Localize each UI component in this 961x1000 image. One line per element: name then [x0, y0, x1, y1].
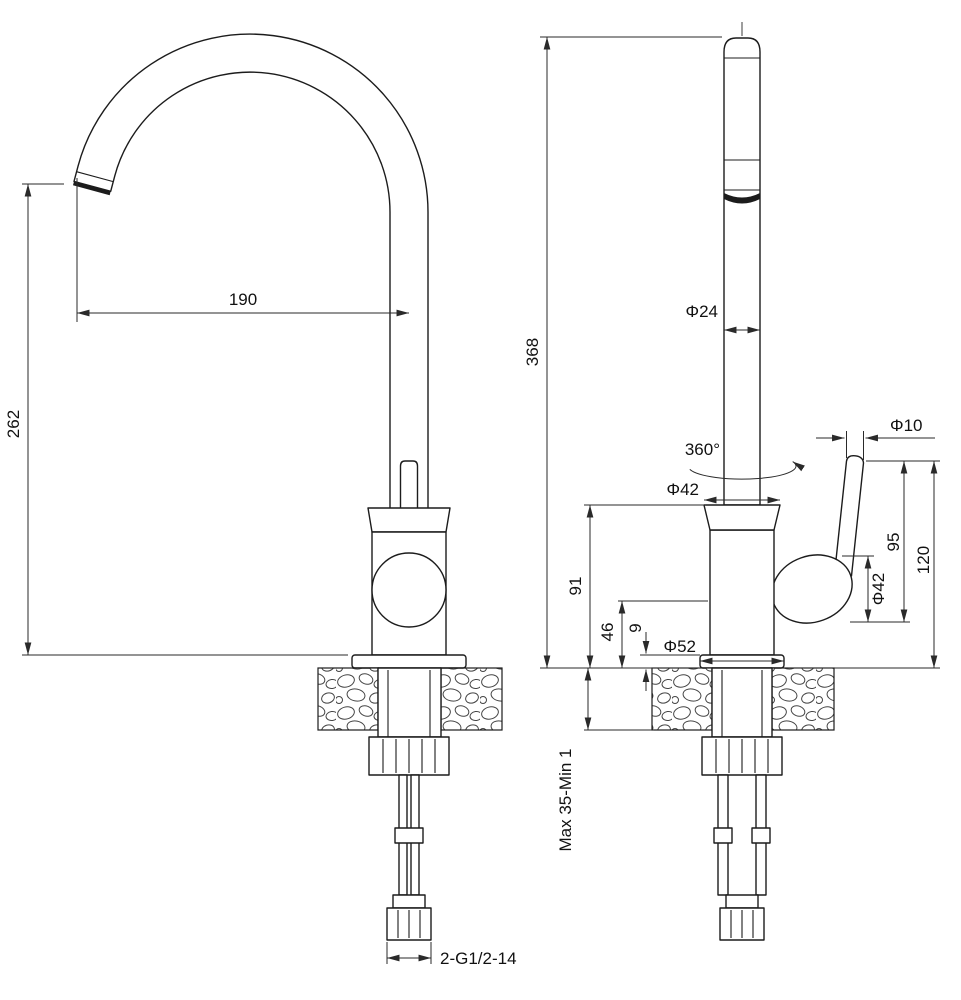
- aerator-lines: [724, 159, 760, 191]
- aerator-band: [724, 193, 760, 204]
- dim-label-deck-thickness: Max 35-Min 1: [556, 749, 575, 852]
- dim-label-overall-height: 368: [523, 338, 542, 366]
- hose-nut-facets-side: [730, 910, 754, 938]
- sphere-joint-front: [371, 552, 447, 628]
- supply-hoses-front: [394, 774, 424, 896]
- body-collar-side: [703, 504, 781, 531]
- spout-aerator-band: [73, 181, 111, 196]
- countertop-left: [317, 667, 379, 731]
- dim-thread-spec: 2-G1/2-14: [386, 942, 517, 968]
- base-flange-front: [351, 654, 467, 669]
- shank-side: [711, 667, 773, 738]
- dim-label-outlet-height: 46: [598, 623, 617, 642]
- side-view: [651, 22, 865, 941]
- countertop-right: [440, 667, 503, 731]
- dim-outlet-height: 46: [598, 600, 708, 668]
- dim-label-handle-diameter: Φ10: [890, 416, 922, 435]
- dim-swivel-angle: 360°: [685, 440, 805, 480]
- dim-label-swivel-angle: 360°: [685, 440, 720, 459]
- dim-flange-height: 9: [626, 623, 700, 691]
- dim-label-flange-height: 9: [626, 623, 645, 632]
- dim-label-spout-reach: 190: [229, 290, 257, 309]
- dim-handle-overall-height: 120: [788, 461, 940, 669]
- handle-lever: [833, 455, 865, 577]
- dim-label-handle-overall-height: 120: [914, 546, 933, 574]
- dim-handle-diameter: Φ10: [816, 416, 935, 460]
- hose-collar-front: [392, 894, 426, 909]
- hose-collar-side: [725, 894, 759, 909]
- hose-connector-front: [394, 827, 424, 844]
- dim-handle-height: 95: [850, 460, 940, 623]
- dim-pipe-diameter: Φ24: [686, 302, 760, 334]
- spout-tip-ring: [76, 171, 114, 183]
- dimensions: 190 262 368 Φ24 360° Φ42: [4, 36, 940, 968]
- countertop-side-right: [771, 667, 835, 731]
- body-side: [709, 529, 775, 656]
- dim-body-height: 91: [566, 504, 706, 668]
- dim-deck-thickness: Max 35-Min 1: [556, 667, 654, 852]
- dim-label-body-diameter: Φ42: [667, 480, 699, 499]
- supply-hoses-side: [713, 774, 771, 896]
- dim-cartridge-diameter: Φ42: [842, 555, 888, 622]
- riser-pipe: [723, 37, 761, 506]
- countertop-side-left: [651, 667, 713, 731]
- dim-label-spout-height: 262: [4, 410, 23, 438]
- body-collar-front: [367, 507, 451, 533]
- dim-overall-height: 368: [523, 36, 722, 669]
- hose-nut-facets-front: [397, 910, 421, 938]
- shank-thread-lines-side: [721, 670, 763, 737]
- mounting-nut-grooves-side: [715, 739, 769, 773]
- dim-label-thread-spec: 2-G1/2-14: [440, 949, 517, 968]
- dim-label-base-diameter: Φ52: [664, 637, 696, 656]
- hose-connector-side-right: [751, 827, 771, 844]
- dim-label-handle-height: 95: [884, 533, 903, 552]
- dim-spout-reach: 190: [76, 178, 409, 322]
- shank-thread-lines-front: [387, 670, 431, 737]
- dim-base-diameter: Φ52: [664, 637, 784, 665]
- dim-label-pipe-diameter: Φ24: [686, 302, 718, 321]
- handle-front: [399, 460, 419, 511]
- dim-spout-height: 262: [4, 183, 348, 656]
- mounting-nut-grooves-front: [382, 739, 436, 773]
- spout-tube: [73, 33, 429, 511]
- dim-label-cartridge-diameter: Φ42: [869, 573, 888, 605]
- dim-label-body-height: 91: [566, 577, 585, 596]
- front-view: [73, 33, 503, 941]
- hose-connector-side-left: [713, 827, 733, 844]
- dim-body-diameter: Φ42: [667, 480, 780, 504]
